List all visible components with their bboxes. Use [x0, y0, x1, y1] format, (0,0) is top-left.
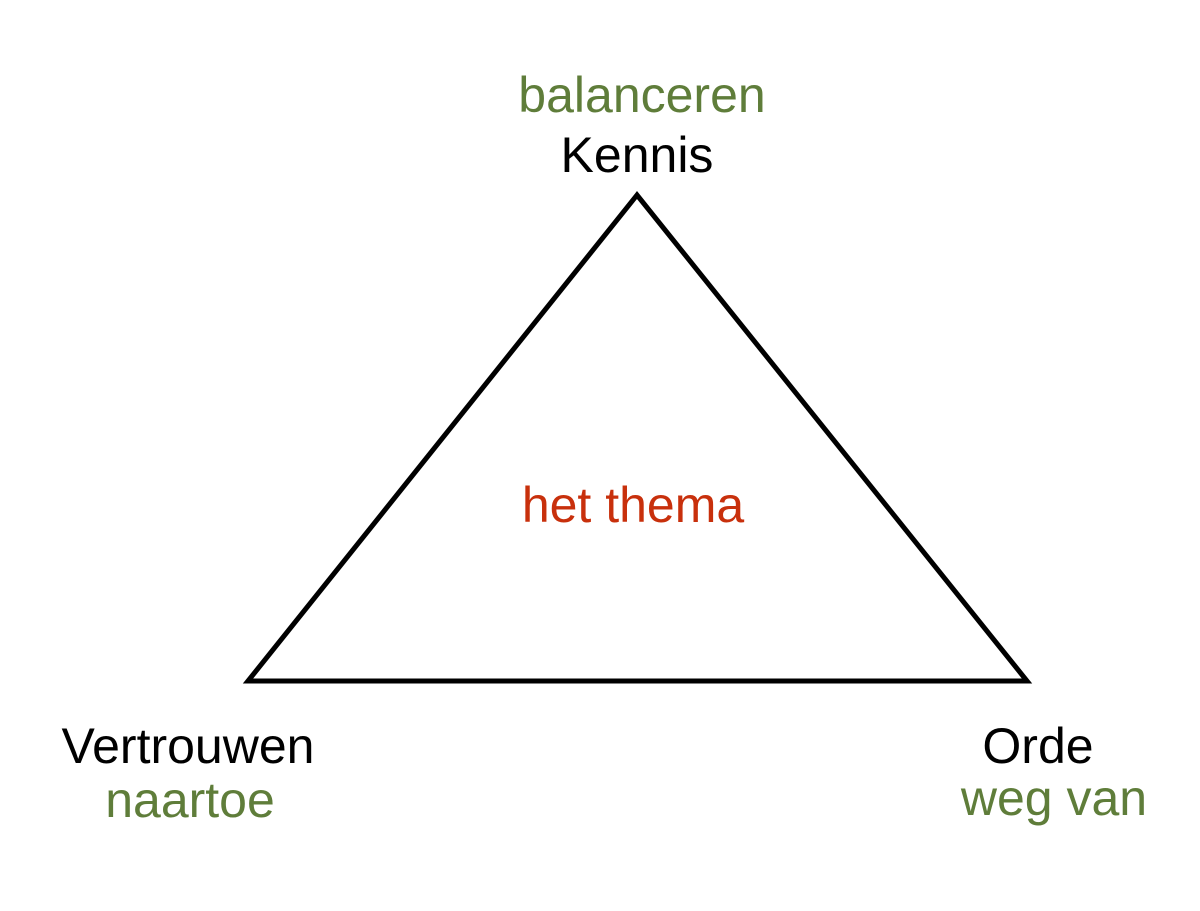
- triangle: [242, 191, 1033, 684]
- center-label: het thema: [522, 477, 745, 533]
- top-label: Kennis: [561, 127, 714, 183]
- bottom-right-sublabel: weg van: [960, 770, 1147, 826]
- bottom-left-label: Vertrouwen: [62, 718, 315, 774]
- bottom-left-sublabel: naartoe: [105, 772, 275, 828]
- top-sublabel: balanceren: [518, 67, 765, 123]
- bottom-right-label: Orde: [982, 718, 1093, 774]
